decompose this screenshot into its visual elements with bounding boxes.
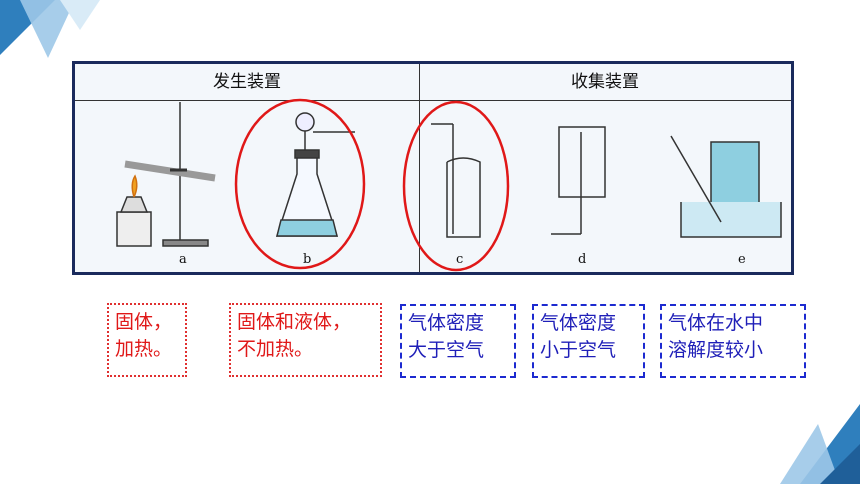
label-c: c	[456, 252, 464, 267]
apparatus-illustrations	[116, 102, 782, 247]
note-low-solubility: 气体在水中 溶解度较小	[660, 304, 806, 378]
generation-header: 发生装置	[213, 72, 281, 92]
label-d: d	[578, 252, 587, 267]
collection-header: 收集装置	[571, 72, 639, 92]
note-density-greater: 气体密度 大于空气	[400, 304, 516, 378]
apparatus-b	[275, 112, 355, 237]
highlight-ellipse-b	[234, 98, 366, 270]
header-divider	[75, 100, 791, 101]
apparatus-e	[670, 135, 782, 238]
corner-decoration-bottom-right	[780, 404, 860, 484]
section-divider	[419, 64, 420, 272]
apparatus-d	[551, 126, 606, 235]
apparatus-c	[431, 123, 481, 238]
apparatus-a	[116, 102, 216, 247]
highlight-ellipse-c	[402, 100, 510, 272]
apparatus-table: 发生装置 收集装置	[72, 61, 794, 275]
corner-decoration-top-left	[0, 0, 100, 58]
note-density-less: 气体密度 小于空气	[532, 304, 645, 378]
note-solid-liquid: 固体和液体， 不加热。	[229, 303, 382, 377]
label-a: a	[179, 252, 187, 267]
label-e: e	[738, 252, 746, 267]
note-solid-heat: 固体， 加热。	[107, 303, 187, 377]
label-b: b	[303, 252, 312, 267]
